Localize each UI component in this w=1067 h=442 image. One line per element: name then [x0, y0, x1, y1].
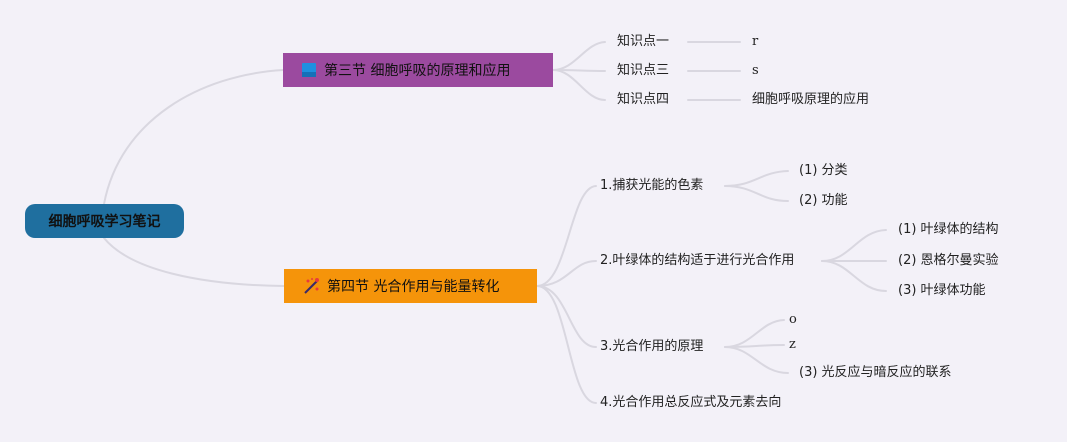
root-label: 细胞呼吸学习笔记 — [48, 214, 161, 230]
knowledge-point-value[interactable]: r — [752, 34, 759, 49]
section-node-3[interactable]: 第三节 细胞呼吸的原理和应用 — [283, 53, 553, 87]
section-node-4[interactable]: 第四节 光合作用与能量转化 — [284, 269, 537, 303]
subtopic-node[interactable]: (2) 恩格尔曼实验 — [898, 253, 999, 268]
topic-node[interactable]: 2.叶绿体的结构适于进行光合作用 — [600, 253, 795, 268]
subtopic-node[interactable]: o — [789, 312, 797, 327]
subtopic-node[interactable]: (3) 光反应与暗反应的联系 — [799, 365, 952, 380]
subtopic-node[interactable]: (1) 叶绿体的结构 — [898, 222, 999, 237]
knowledge-point[interactable]: 知识点三 — [617, 63, 670, 78]
knowledge-point-value[interactable]: s — [752, 63, 759, 78]
knowledge-point[interactable]: 知识点一 — [617, 34, 670, 49]
knowledge-point[interactable]: 知识点四 — [617, 92, 670, 107]
topic-node[interactable]: 4.光合作用总反应式及元素去向 — [600, 395, 782, 410]
subtopic-node[interactable]: (2) 功能 — [799, 193, 848, 208]
subtopic-node[interactable]: (3) 叶绿体功能 — [898, 283, 986, 298]
sparkle-icon — [304, 278, 319, 294]
section-label: 第四节 光合作用与能量转化 — [327, 279, 500, 295]
knowledge-point-value[interactable]: 细胞呼吸原理的应用 — [752, 92, 870, 107]
subtopic-node[interactable]: z — [789, 337, 796, 352]
topic-node[interactable]: 1.捕获光能的色素 — [600, 178, 704, 193]
section-label: 第三节 细胞呼吸的原理和应用 — [324, 63, 511, 79]
root-node[interactable]: 细胞呼吸学习笔记 — [25, 204, 184, 238]
blue-square-icon — [302, 63, 316, 77]
topic-node[interactable]: 3.光合作用的原理 — [600, 339, 704, 354]
subtopic-node[interactable]: (1) 分类 — [799, 163, 848, 178]
